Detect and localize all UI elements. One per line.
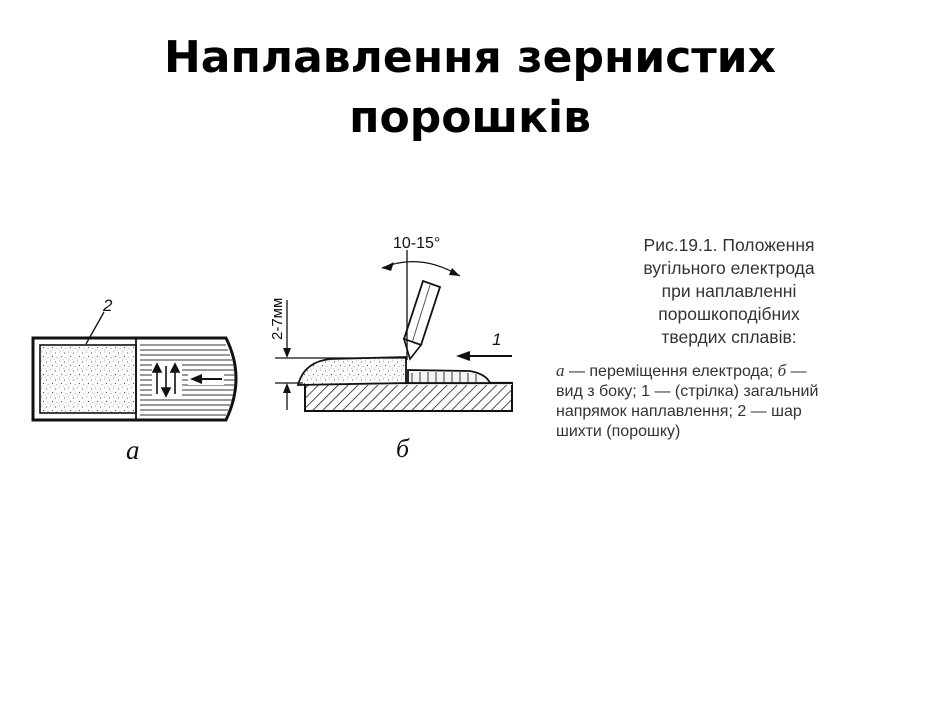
caption-title-line: Рис.19.1. Положення	[643, 235, 815, 255]
caption-legend-line-3: напрямок наплавлення; 2 — шар	[556, 403, 802, 420]
electrode-oscillation-arrows	[151, 362, 181, 398]
caption-title-line: порошкоподібних	[658, 304, 800, 324]
figure-caption: Рис.19.1. Положення вугільного електрода…	[556, 234, 896, 442]
powder-layer-a	[41, 346, 135, 412]
legend-a-text: — переміщення електрода;	[564, 363, 778, 380]
caption-legend-line-1: а — переміщення електрода; б —	[556, 361, 896, 382]
view-a-letter: а	[126, 435, 140, 465]
caption-title: Рис.19.1. Положення вугільного електрода…	[556, 234, 896, 349]
gap-dimension	[275, 300, 407, 410]
slide-title-line-2: порошків	[349, 92, 591, 143]
caption-legend-line-4: шихти (порошку)	[556, 423, 681, 440]
symbol-a: а	[556, 361, 565, 380]
angle-dimension	[381, 260, 461, 277]
caption-title-line: при наплавленні	[661, 281, 797, 301]
angle-label: 10-15°	[393, 235, 440, 252]
view-b-letter: б	[396, 434, 410, 463]
arrow-direction-1	[456, 351, 512, 361]
arrow-direction-a	[190, 374, 222, 384]
view-a: 2 а	[31, 296, 238, 465]
caption-title-line: вугільного електрода	[643, 258, 815, 278]
callout-leader-2	[85, 311, 105, 345]
slide-title-line-1: Наплавлення зернистих	[163, 32, 777, 83]
callout-label-2: 2	[102, 296, 113, 315]
slide-title: Наплавлення зернистих порошків	[0, 28, 940, 148]
caption-legend: а — переміщення електрода; б — вид з бок…	[556, 361, 896, 442]
caption-legend-line-2: вид з боку; 1 — (стрілка) загальний	[556, 383, 819, 400]
legend-b-dash: —	[786, 363, 807, 380]
carbon-electrode	[402, 279, 442, 361]
view-b: 10-15° 2-7мм 1 б	[269, 235, 513, 463]
caption-title-line: твердих сплавів:	[661, 327, 797, 347]
arrow-label-1: 1	[492, 330, 501, 349]
base-metal	[304, 382, 513, 412]
gap-label: 2-7мм	[269, 298, 286, 340]
symbol-b: б	[777, 361, 787, 380]
powder-layer-b	[296, 356, 407, 386]
deposited-layer	[407, 369, 492, 384]
view-a-outer-outline	[31, 336, 238, 422]
